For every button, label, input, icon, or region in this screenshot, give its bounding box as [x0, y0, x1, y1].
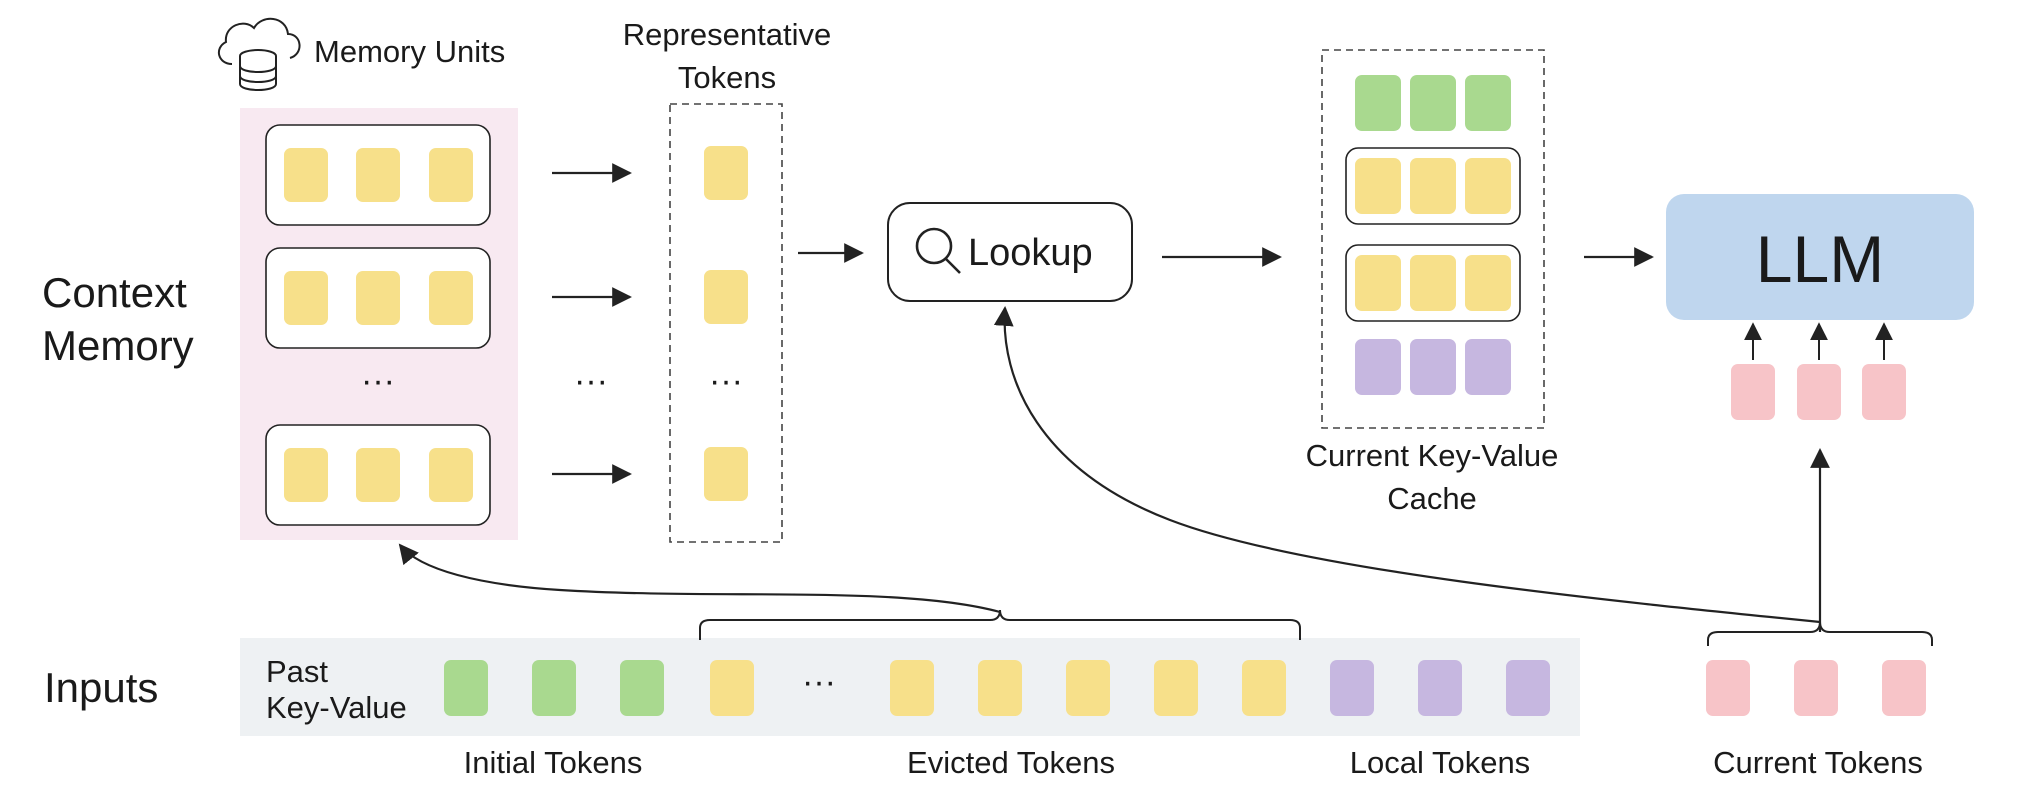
token-initial: [1355, 75, 1401, 131]
token-evicted: [1242, 660, 1286, 716]
token-current: [1794, 660, 1838, 716]
memory-unit: [265, 124, 491, 226]
representative-ellipsis: ···: [709, 362, 743, 400]
token-evicted: [284, 448, 328, 502]
past-kv-label: Key-Value: [266, 690, 407, 725]
kv-cache-box: [1321, 49, 1545, 429]
token-current: [1731, 364, 1775, 420]
context-memory-label: Memory: [42, 322, 194, 369]
cloud-database-icon: [217, 18, 301, 91]
magnifier-icon: [915, 227, 961, 274]
token-local: [1410, 339, 1456, 395]
token-current: [1862, 364, 1906, 420]
arrow-ellipsis: ···: [574, 362, 608, 400]
token-evicted: [1066, 660, 1110, 716]
token-evicted: [429, 271, 473, 325]
arrow: [993, 306, 1821, 624]
token-evicted: [284, 148, 328, 202]
local-tokens-label: Local Tokens: [1350, 745, 1530, 780]
memory-unit: [265, 424, 491, 526]
llm-label: LLM: [1756, 222, 1884, 296]
token-initial: [1410, 75, 1456, 131]
representative-tokens-label: Representative: [623, 17, 832, 52]
arrow: [398, 543, 1001, 614]
initial-tokens-label: Initial Tokens: [464, 745, 643, 780]
token-initial: [532, 660, 576, 716]
past-kv-label: Past: [266, 654, 328, 689]
token-evicted: [356, 148, 400, 202]
token-evicted: [284, 271, 328, 325]
token-current: [1706, 660, 1750, 716]
token-evicted: [1355, 255, 1401, 311]
token-evicted: [1465, 158, 1511, 214]
kv-cache-label: Current Key-Value: [1306, 438, 1559, 473]
token-evicted: [1154, 660, 1198, 716]
token-evicted: [1465, 255, 1511, 311]
token-initial: [1465, 75, 1511, 131]
llm-box: [1666, 194, 1974, 320]
token-evicted: [429, 448, 473, 502]
representative-tokens-box: [669, 103, 783, 543]
lookup-label: Lookup: [968, 232, 1093, 274]
lookup-box: [887, 202, 1133, 302]
memory-unit: [265, 247, 491, 349]
token-evicted: [704, 146, 748, 200]
evicted-brace: [699, 609, 1301, 640]
context-memory-label: Context: [42, 269, 187, 316]
token-evicted: [978, 660, 1022, 716]
token-evicted: [429, 148, 473, 202]
token-local: [1465, 339, 1511, 395]
inputs-label: Inputs: [44, 664, 158, 711]
token-evicted: [890, 660, 934, 716]
inputs-ellipsis: ···: [802, 663, 836, 701]
token-evicted: [1355, 158, 1401, 214]
current-tokens-label: Current Tokens: [1713, 745, 1923, 780]
evicted-tokens-label: Evicted Tokens: [907, 745, 1115, 780]
token-evicted: [356, 271, 400, 325]
token-initial: [444, 660, 488, 716]
current-brace: [1707, 621, 1933, 646]
memory-units-label: Memory Units: [314, 34, 505, 69]
token-current: [1882, 660, 1926, 716]
token-local: [1355, 339, 1401, 395]
memory-ellipsis: ···: [361, 362, 395, 400]
token-evicted: [710, 660, 754, 716]
representative-tokens-label: Tokens: [678, 60, 776, 95]
token-local: [1330, 660, 1374, 716]
token-initial: [620, 660, 664, 716]
token-evicted: [1410, 158, 1456, 214]
token-local: [1418, 660, 1462, 716]
token-evicted: [704, 447, 748, 501]
token-current: [1797, 364, 1841, 420]
token-evicted: [1410, 255, 1456, 311]
token-evicted: [704, 270, 748, 324]
kv-cache-label: Cache: [1387, 481, 1477, 516]
token-local: [1506, 660, 1550, 716]
token-evicted: [356, 448, 400, 502]
